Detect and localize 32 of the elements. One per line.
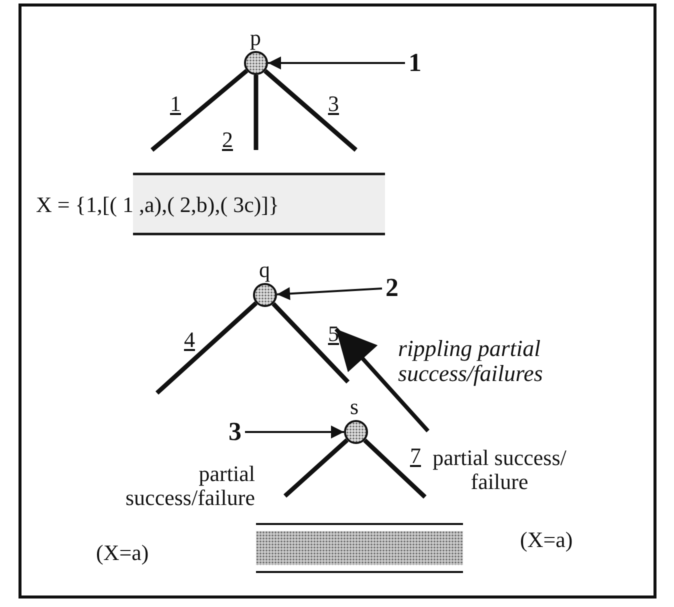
tree-branch [272,302,350,384]
tree-node-circle [344,420,368,444]
node-name: q [259,258,270,282]
formula: X = {1,[( 1 ,a),( 2,b),( 3c)]} [36,192,280,218]
node-name: p [250,26,261,50]
shaded-bar [256,523,463,573]
tree-branch [150,68,248,152]
step-number: 3 [228,417,242,447]
note: partial success/ failure [432,446,567,494]
tree-branch [264,69,358,152]
edge-label: 2 [222,128,233,152]
tree-node-circle [253,283,277,307]
edge-label: 4 [184,328,195,352]
tree-branch [284,438,349,498]
edge-label: 7 [410,444,421,468]
note: (X=a) [96,541,149,566]
note: (X=a) [520,528,573,552]
edge-label: 3 [328,92,339,116]
tree-branch [363,438,427,499]
annotation: rippling partial success/failures [398,336,544,387]
tree-branch [155,301,258,395]
edge-label: 5 [328,322,339,346]
arrow [245,426,344,438]
step-number: 1 [408,48,422,78]
step-number: 2 [386,273,398,303]
note: partial success/failure [124,462,255,510]
tree-node-circle [244,51,268,75]
arrow [276,287,382,300]
node-name: s [350,395,359,420]
edge-label: 1 [170,92,181,116]
arrow [268,56,405,70]
tree-branch [254,75,258,150]
